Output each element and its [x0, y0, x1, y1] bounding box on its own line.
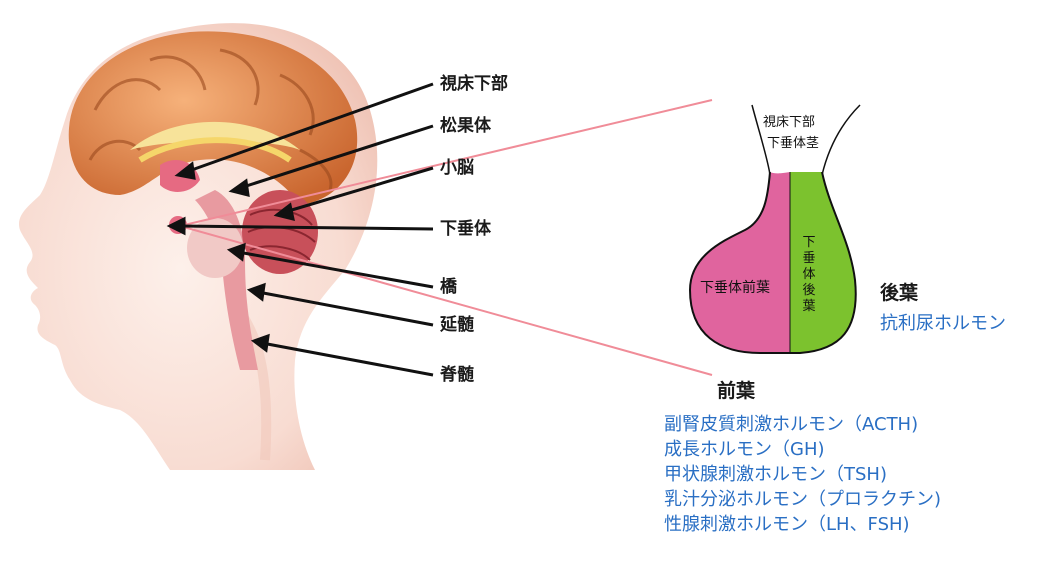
- label-pineal-body: 松果体: [440, 116, 491, 136]
- posterior-hormone: 抗利尿ホルモン: [880, 313, 1006, 335]
- anterior-hormone-lh-fsh: 性腺刺激ホルモン（LH、FSH): [664, 514, 910, 536]
- label-posterior-lobe: 下 垂 体 後 葉: [800, 235, 818, 315]
- anterior-hormone-gh: 成長ホルモン（GH): [664, 439, 825, 461]
- anterior-hormone-tsh: 甲状腺刺激ホルモン（TSH): [664, 464, 887, 486]
- label-spinal-cord: 脊髄: [440, 365, 474, 385]
- label-medulla: 延髄: [440, 315, 474, 335]
- anterior-hormone-prolactin: 乳汁分泌ホルモン（プロラクチン): [664, 489, 941, 511]
- anterior-heading: 前葉: [717, 376, 755, 403]
- label-pit-stalk: 下垂体茎: [767, 136, 819, 152]
- label-hypothalamus: 視床下部: [440, 74, 508, 94]
- label-pit-hypothalamus: 視床下部: [763, 115, 815, 131]
- label-anterior-lobe: 下垂体前葉: [700, 279, 770, 297]
- label-cerebellum: 小脳: [440, 158, 474, 178]
- label-pons: 橋: [440, 277, 457, 297]
- posterior-heading: 後葉: [880, 278, 918, 305]
- label-pituitary: 下垂体: [440, 219, 491, 239]
- anterior-hormone-acth: 副腎皮質刺激ホルモン（ACTH): [664, 414, 918, 436]
